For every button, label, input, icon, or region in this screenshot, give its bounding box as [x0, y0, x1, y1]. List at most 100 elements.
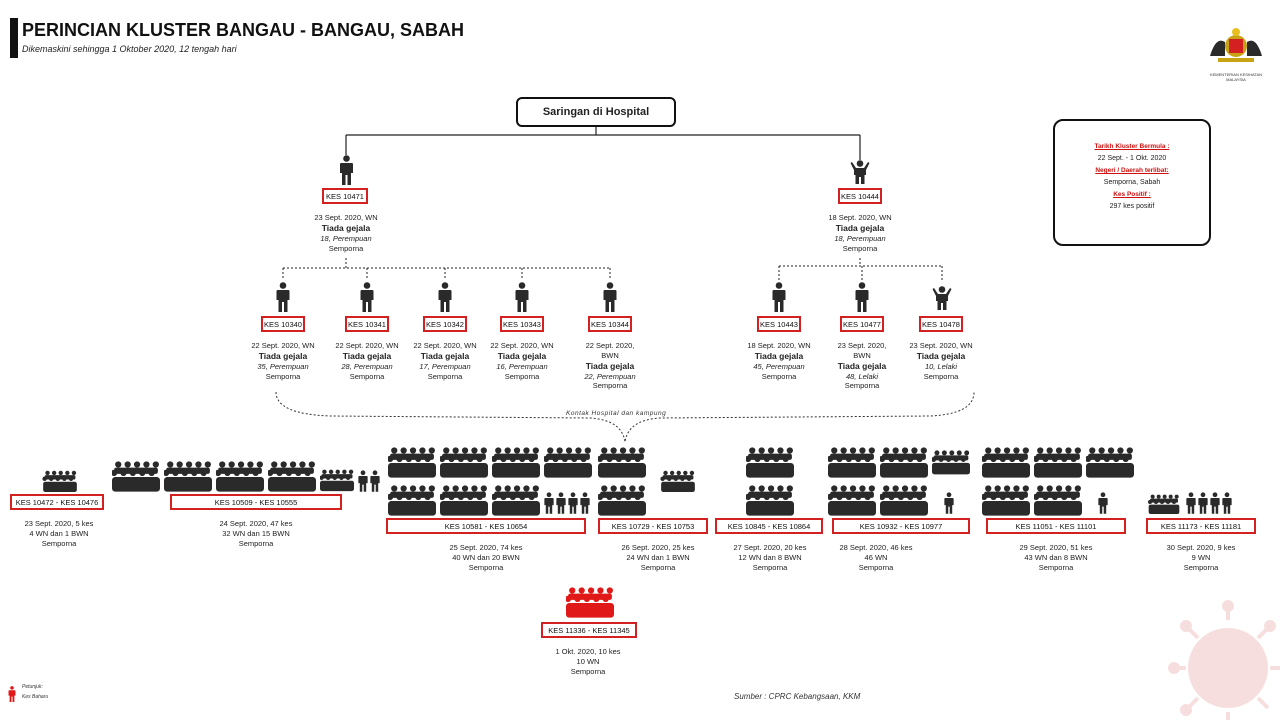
- crowd-icon: [880, 446, 928, 478]
- group-box-10932: KES 10932 - KES 10977: [832, 518, 970, 534]
- child-icon: [850, 160, 870, 184]
- crowd-icon: [492, 446, 540, 478]
- adult-icon: [1098, 492, 1108, 514]
- crowd-icon: [746, 446, 794, 478]
- crowd-icon: [828, 484, 876, 516]
- adult-icon: [580, 492, 590, 514]
- case-box-10471: KES 10471: [322, 188, 368, 204]
- crowd-icon: [746, 484, 794, 516]
- adult-icon: [1210, 492, 1220, 514]
- group-box-11173: KES 11173 - KES 11181: [1146, 518, 1256, 534]
- crowd-icon: [388, 446, 436, 478]
- info-region-value: Semporna, Sabah: [1103, 178, 1161, 186]
- case-box-10341: KES 10341: [345, 316, 389, 332]
- crowd-icon: [598, 484, 646, 516]
- page-title: PERINCIAN KLUSTER BANGAU - BANGAU, SABAH: [22, 20, 465, 40]
- group-box-10581: KES 10581 - KES 10654: [386, 518, 586, 534]
- crest-caption: KEMENTERIAN KESIHATAN MALAYSIA: [1209, 72, 1263, 82]
- adult-icon: [772, 282, 786, 312]
- info-start-date-value: 22 Sept. - 1 Okt. 2020: [1097, 154, 1167, 162]
- case-box-10344: KES 10344: [588, 316, 632, 332]
- crest-logo-icon: [1210, 28, 1262, 62]
- group-box-11051: KES 11051 - KES 11101: [986, 518, 1126, 534]
- adult-icon: [515, 282, 529, 312]
- crowd-icon: [216, 460, 264, 492]
- adult-icon: [276, 282, 290, 312]
- crowd-icon: [1086, 446, 1134, 478]
- crowd-icon: [660, 470, 696, 492]
- adult-icon: [360, 282, 374, 312]
- case-desc-10444: 18 Sept. 2020, WN Tiada gejala 18, Perem…: [828, 213, 892, 253]
- crowd-icon: [982, 446, 1030, 478]
- crowd-icon: [42, 470, 78, 492]
- crowd-icon: [982, 484, 1030, 516]
- child-icon: [932, 286, 952, 310]
- crowd-icon: [1146, 494, 1182, 514]
- case-box-10342: KES 10342: [423, 316, 467, 332]
- crowd-icon: [268, 460, 316, 492]
- adult-icon: [944, 492, 954, 514]
- crowd-icon: [440, 484, 488, 516]
- adult-icon: [1222, 492, 1232, 514]
- adult-icon: [603, 282, 617, 312]
- crowd-icon: [164, 460, 212, 492]
- info-positive-label: Kes Positif :: [1113, 191, 1151, 199]
- group-box-11336: KES 11336 - KES 11345: [541, 622, 637, 638]
- adult-icon: [544, 492, 554, 514]
- adult-icon: [855, 282, 869, 312]
- crowd-icon: [828, 446, 876, 478]
- new-case-legend-icon: [8, 686, 16, 702]
- group-box-10845: KES 10845 - KES 10864: [715, 518, 823, 534]
- group-box-10729: KES 10729 - KES 10753: [598, 518, 708, 534]
- case-box-10478: KES 10478: [919, 316, 963, 332]
- crowd-icon: [1034, 446, 1082, 478]
- legend-title: Petunjuk:: [22, 684, 43, 690]
- group-box-10509: KES 10509 - KES 10555: [170, 494, 342, 510]
- info-region-label: Negeri / Daerah terlibat:: [1095, 167, 1169, 175]
- crowd-icon: [1034, 484, 1082, 516]
- case-box-10444: KES 10444: [838, 188, 882, 204]
- info-positive-value: 297 kes positif: [1109, 203, 1155, 211]
- crowd-icon: [320, 468, 354, 492]
- crowd-icon: [112, 460, 160, 492]
- crowd-icon: [932, 446, 970, 478]
- adult-icon: [358, 470, 368, 492]
- crowd-icon: [598, 446, 646, 478]
- case-desc-10471: 23 Sept. 2020, WN Tiada gejala 18, Perem…: [314, 213, 378, 253]
- cluster-info-box: Tarikh Kluster Bermula : 22 Sept. - 1 Ok…: [1053, 119, 1211, 246]
- new-case-crowd-icon: [566, 586, 614, 618]
- adult-icon: [1198, 492, 1208, 514]
- adult-icon: [370, 470, 380, 492]
- contact-label: Kontak Hospital dan kampung: [566, 410, 667, 417]
- case-box-10340: KES 10340: [261, 316, 305, 332]
- case-box-10443: KES 10443: [757, 316, 801, 332]
- crowd-icon: [544, 446, 592, 478]
- virus-watermark-icon: [1168, 600, 1280, 720]
- crowd-icon: [388, 484, 436, 516]
- root-node-hospital-screening: Saringan di Hospital: [516, 97, 676, 127]
- adult-icon: [438, 282, 452, 312]
- crowd-icon: [880, 484, 928, 516]
- adult-icon: [339, 155, 354, 185]
- legend-new-case-label: Kes Baharu: [22, 694, 49, 700]
- page-subtitle: Dikemaskini sehingga 1 Oktober 2020, 12 …: [22, 44, 237, 54]
- adult-icon: [556, 492, 566, 514]
- crowd-icon: [440, 446, 488, 478]
